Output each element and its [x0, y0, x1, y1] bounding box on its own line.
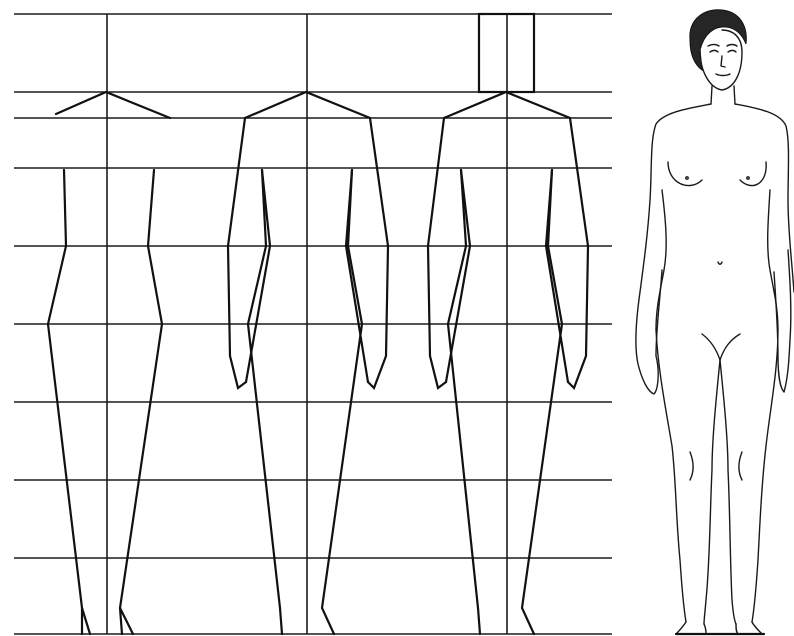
stage-1-shoulders — [56, 92, 170, 118]
head-unit-grid — [14, 14, 612, 634]
hair — [690, 10, 746, 70]
reference-figure — [636, 10, 794, 634]
stage-2-left-arm-outer — [228, 118, 246, 388]
right-knee — [739, 452, 742, 480]
left-leg-inner — [704, 360, 720, 624]
pelvis — [702, 334, 740, 360]
stage-2-right-arm-outer — [368, 118, 388, 388]
left-leg-outer — [656, 330, 686, 622]
nose — [721, 56, 725, 67]
left-eyebrow — [708, 45, 719, 47]
left-breast — [668, 162, 702, 186]
stage-3-right-arm-outer — [568, 118, 588, 388]
stage-1-left-inner-leg — [82, 608, 90, 634]
navel — [718, 262, 722, 264]
left-knee — [690, 452, 693, 480]
neck — [711, 86, 735, 104]
left-nipple — [686, 177, 688, 179]
right-eyebrow — [727, 45, 737, 47]
right-breast — [740, 162, 766, 186]
right-eye — [728, 51, 736, 53]
right-nipple — [747, 177, 749, 179]
left-foot — [676, 622, 706, 634]
left-torso-side — [656, 190, 666, 330]
right-forearm — [774, 250, 791, 392]
right-torso-side — [768, 190, 778, 330]
left-eye — [710, 51, 718, 53]
mouth — [716, 74, 730, 76]
right-shoulder-arm — [735, 104, 794, 292]
left-shoulder-arm — [636, 104, 711, 394]
right-leg-inner — [720, 360, 736, 624]
right-foot — [736, 622, 762, 634]
stage-3-left-arm-outer — [428, 118, 446, 388]
stage-1-figure — [48, 92, 170, 634]
stage-2-figure — [228, 92, 388, 634]
right-leg-outer — [752, 330, 778, 622]
